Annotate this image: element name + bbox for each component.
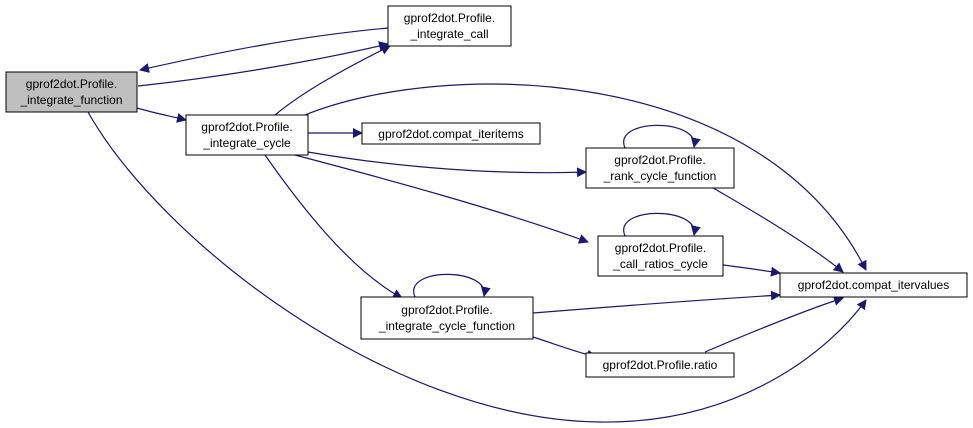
edge-rank-cycle-function-to-compat-itervalues — [707, 184, 844, 273]
node-label-line1: gprof2dot.Profile. — [404, 11, 495, 25]
node-integrate-cycle-function[interactable]: gprof2dot.Profile. _integrate_cycle_func… — [360, 296, 534, 340]
edge-integrate-cycle-function-to-compat-itervalues — [532, 290, 781, 314]
node-label-line1: gprof2dot.Profile. — [614, 153, 705, 167]
node-label: gprof2dot.compat_iteritems — [378, 127, 523, 141]
node-label: gprof2dot.compat_itervalues — [798, 278, 949, 292]
edge-integrate-cycle-to-rank-cycle-function — [307, 151, 587, 178]
edge-call-ratios-cycle-self — [623, 212, 701, 237]
node-label-line1: gprof2dot.Profile. — [401, 303, 492, 317]
node-integrate-call[interactable]: gprof2dot.Profile. _integrate_call — [387, 5, 512, 47]
node-label-line2: _integrate_cycle — [202, 136, 291, 150]
edge-integrate-function-to-integrate-call — [137, 41, 389, 87]
node-label-line2: _integrate_call — [409, 27, 488, 41]
edge-integrate-cycle-to-compat-itervalues — [304, 83, 867, 271]
node-ratio[interactable]: gprof2dot.Profile.ratio — [585, 352, 735, 378]
node-compat-itervalues[interactable]: gprof2dot.compat_itervalues — [779, 272, 968, 298]
node-label-line2: _call_ratios_cycle — [612, 257, 708, 271]
node-label: gprof2dot.Profile.ratio — [603, 358, 718, 372]
node-label-line2: _rank_cycle_function — [603, 169, 717, 183]
edge-integrate-cycle-to-integrate-cycle-function — [264, 154, 403, 299]
node-integrate-function[interactable]: gprof2dot.Profile. _integrate_function — [5, 71, 138, 113]
node-compat-iteritems[interactable]: gprof2dot.compat_iteritems — [361, 122, 541, 145]
edge-rank-cycle-function-self — [623, 124, 701, 149]
edge-integrate-function-to-integrate-cycle — [136, 107, 187, 123]
edge-call-ratios-cycle-to-compat-itervalues — [722, 264, 781, 277]
edge-integrate-cycle-to-integrate-call — [274, 45, 391, 116]
node-label-line1: gprof2dot.Profile. — [615, 241, 706, 255]
edge-integrate-call-to-integrate-function — [139, 27, 389, 73]
node-integrate-cycle[interactable]: gprof2dot.Profile. _integrate_cycle — [185, 114, 309, 156]
edges — [87, 27, 867, 423]
node-label-line2: _integrate_function — [19, 93, 122, 107]
node-label-line1: gprof2dot.Profile. — [201, 120, 292, 134]
edge-ratio-to-compat-itervalues — [704, 296, 844, 353]
edge-integrate-function-to-compat-itervalues — [87, 111, 867, 423]
node-label-line2: _integrate_cycle_function — [378, 319, 515, 333]
node-call-ratios-cycle[interactable]: gprof2dot.Profile. _call_ratios_cycle — [597, 235, 724, 277]
node-rank-cycle-function[interactable]: gprof2dot.Profile. _rank_cycle_function — [585, 147, 735, 189]
edge-integrate-cycle-to-call-ratios-cycle — [294, 154, 589, 244]
edge-integrate-cycle-function-self — [413, 273, 491, 298]
node-label-line1: gprof2dot.Profile. — [26, 77, 117, 91]
